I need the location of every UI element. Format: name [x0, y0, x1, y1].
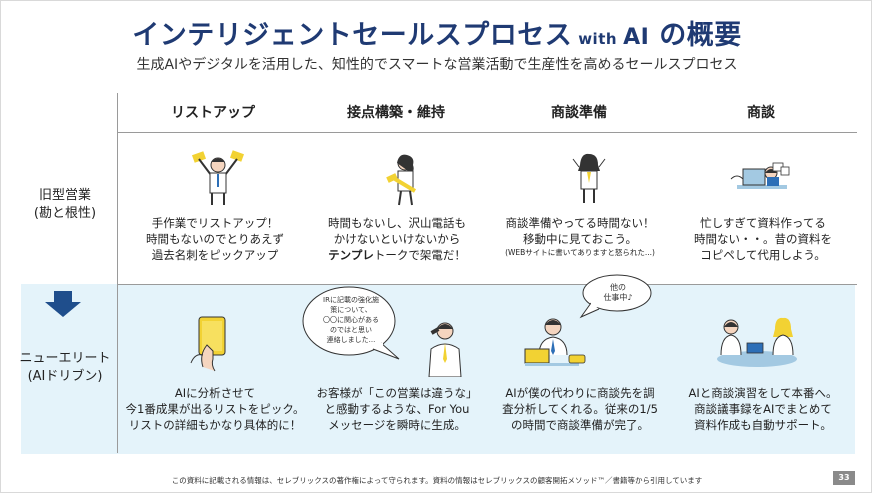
row-label-old: 旧型営業 (勘と根性)	[15, 187, 115, 223]
phone-woman-illustration	[386, 154, 417, 206]
message-bubble-line4: のではと思い	[330, 326, 372, 334]
old-cell-meeting: 忙しすぎて資料作ってる 時間ない・・。昔の資料を コピペして代用しよう。	[673, 215, 853, 263]
down-arrow-icon	[45, 291, 81, 317]
column-header-prep: 商談準備	[551, 105, 607, 121]
old-cell-meeting-line2: 時間ない・・。昔の資料を	[694, 232, 832, 246]
column-header-contact: 接点構築・維持	[347, 105, 445, 121]
new-cell-meeting: AIと商談演習をして本番へ。 商談議事録をAIでまとめて 資料作成も自動サポート…	[673, 385, 853, 433]
title-with: with	[578, 30, 618, 48]
busy-desk-illustration	[730, 162, 790, 189]
title-ai: AI	[623, 25, 650, 50]
new-cell-listup-line1: AIに分析させて	[174, 386, 256, 400]
title-suffix: の概要	[659, 20, 742, 51]
old-cell-prep-line1: 商談準備やってる時間ない！	[505, 216, 655, 230]
new-cell-prep: AIが僕の代わりに商談先を調 査分析してくれる。従来の1/5 の時間で商談準備が…	[490, 385, 670, 433]
new-cell-meeting-line3: 資料作成も自動サポート。	[694, 418, 832, 432]
old-cell-listup-line1: 手作業でリストアップ！	[151, 216, 279, 230]
copyright-footer: この資料に記載される情報は、セレブリックスの著作権によって守られます。資料の情報…	[171, 476, 703, 485]
old-cell-contact-line3: テンプレトークで架電だ！	[307, 247, 487, 263]
new-cell-listup-line3: リストの詳細もかなり具体的に！	[128, 418, 302, 432]
header-divider	[117, 132, 857, 133]
new-cell-prep-line2: 査分析してくれる。従来の1/5	[502, 402, 658, 416]
row-label-old-line1: 旧型営業	[38, 188, 91, 203]
new-cell-prep-line1: AIが僕の代わりに商談先を調	[505, 386, 655, 400]
new-cell-contact-line1: お客様が「この営業は違うな」	[316, 386, 478, 400]
column-header-meeting: 商談	[747, 105, 775, 121]
template-highlight: テンプレ	[328, 248, 374, 262]
meeting-illustration	[717, 317, 797, 367]
speech-bubble-icon	[579, 274, 652, 319]
row-label-old-line2: (勘と根性)	[33, 206, 97, 221]
old-cell-meeting-line3: コピペして代用しよう。	[700, 248, 826, 262]
old-cell-listup-line2: 時間もないのでとりあえず	[146, 232, 284, 246]
old-cell-prep-note: (WEBサイトに書いてありますと怒られた...)	[505, 248, 655, 257]
phone-man-illustration	[428, 322, 462, 377]
tablet-hand-illustration	[190, 316, 226, 372]
row-label-new-line1: ニューエリート	[19, 351, 111, 366]
message-bubble-line2: 策について、	[330, 306, 372, 314]
new-cell-meeting-line1: AIと商談演習をして本番へ。	[688, 386, 838, 400]
row-label-new-line2: (AIドリブン)	[27, 369, 103, 384]
column-header-listup: リストアップ	[171, 105, 255, 121]
old-cell-contact: 時間もないし、沢山電話も かけないといけないから テンプレトークで架電だ！	[307, 215, 487, 263]
new-cell-prep-line3: の時間で商談準備が完了。	[511, 418, 649, 432]
old-cell-contact-line2: かけないといけないから	[333, 232, 461, 246]
speech-bubble-line1: 他の	[610, 283, 626, 292]
page-title: インテリジェントセールスプロセス with AI の概要	[1, 13, 872, 52]
new-cell-contact: お客様が「この営業は違うな」 と感動するような、For You メッセージを瞬時…	[307, 385, 487, 433]
page-subtitle: 生成AIやデジタルを活用した、知性的でスマートな営業活動で生産性を高めるセールス…	[136, 57, 738, 73]
title-main: インテリジェントセールスプロセス	[132, 20, 573, 51]
old-cell-contact-line3-rest: トークで架電だ！	[373, 248, 466, 262]
old-cell-prep: 商談準備やってる時間ない！ 移動中に見ておこう。 (WEBサイトに書いてあります…	[490, 215, 670, 259]
new-cell-listup-line2: 今1番成果が出るリストをピック。	[125, 402, 305, 416]
speech-bubble-line2: 仕事中♪	[603, 293, 633, 302]
stressed-man-illustration	[191, 150, 245, 205]
message-bubble-line1: IRに記載の強化施	[323, 296, 379, 304]
old-cell-prep-line2: 移動中に見ておこう。	[523, 232, 637, 246]
laptop-man-illustration	[524, 318, 586, 366]
label-divider	[117, 93, 118, 453]
message-bubble-text: IRに記載の強化施 策について、 〇〇に関心がある のではと思い 連絡しました.…	[311, 295, 391, 345]
message-bubble-line5: 連絡しました...	[326, 336, 376, 344]
message-bubble-line3: 〇〇に関心がある	[323, 316, 379, 324]
message-bubble-icon	[302, 286, 400, 360]
new-cell-meeting-line2: 商談議事録をAIでまとめて	[694, 402, 832, 416]
worried-woman-illustration	[572, 153, 606, 203]
new-cell-contact-line2: と感動するような、For You	[324, 402, 470, 416]
old-cell-listup: 手作業でリストアップ！ 時間もないのでとりあえず 過去名刺をピックアップ	[125, 215, 305, 263]
speech-bubble-text: 他の 仕事中♪	[591, 283, 645, 303]
old-cell-contact-line1: 時間もないし、沢山電話も	[328, 216, 466, 230]
new-cell-contact-line3: メッセージを瞬時に生成。	[328, 418, 466, 432]
old-cell-meeting-line1: 忙しすぎて資料作ってる	[700, 216, 826, 230]
row-divider	[117, 284, 857, 285]
old-cell-listup-line3: 過去名刺をピックアップ	[151, 248, 279, 262]
row-label-new: ニューエリート (AIドリブン)	[15, 350, 115, 386]
page-number: 33	[833, 471, 855, 485]
new-cell-listup: AIに分析させて 今1番成果が出るリストをピック。 リストの詳細もかなり具体的に…	[125, 385, 305, 433]
